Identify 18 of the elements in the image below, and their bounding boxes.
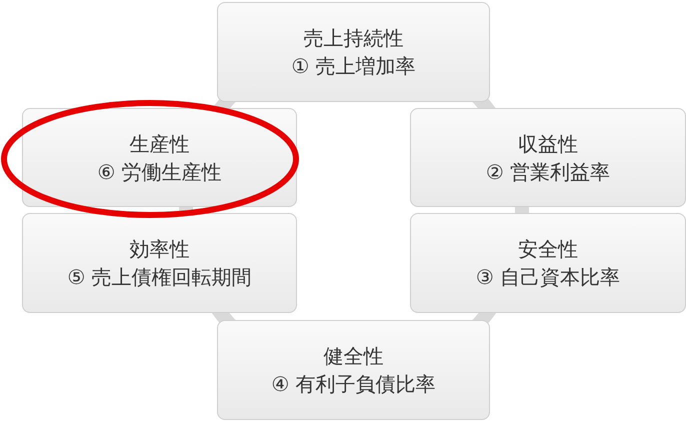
metric-text: ④ 有利子負債比率	[271, 371, 436, 398]
heading-text: 健全性	[324, 343, 384, 370]
heading-text: 安全性	[518, 236, 578, 263]
heading-text: 収益性	[518, 130, 578, 158]
metric-text: ⑤ 売上債権回転期間	[67, 264, 252, 291]
metric-text: ① 売上増加率	[291, 53, 416, 80]
metric-text: ③ 自己資本比率	[476, 264, 620, 291]
category-box	[410, 108, 686, 207]
category-box	[22, 108, 297, 207]
heading-text: 売上持続性	[304, 25, 404, 52]
category-box	[22, 213, 297, 313]
metric-text: ⑥ 労働生産性	[97, 158, 222, 186]
category-box	[217, 2, 490, 102]
category-box	[410, 213, 686, 313]
heading-text: 生産性	[130, 130, 190, 158]
category-box	[217, 320, 490, 420]
metric-text: ② 営業利益率	[486, 158, 610, 186]
heading-text: 効率性	[130, 236, 190, 263]
